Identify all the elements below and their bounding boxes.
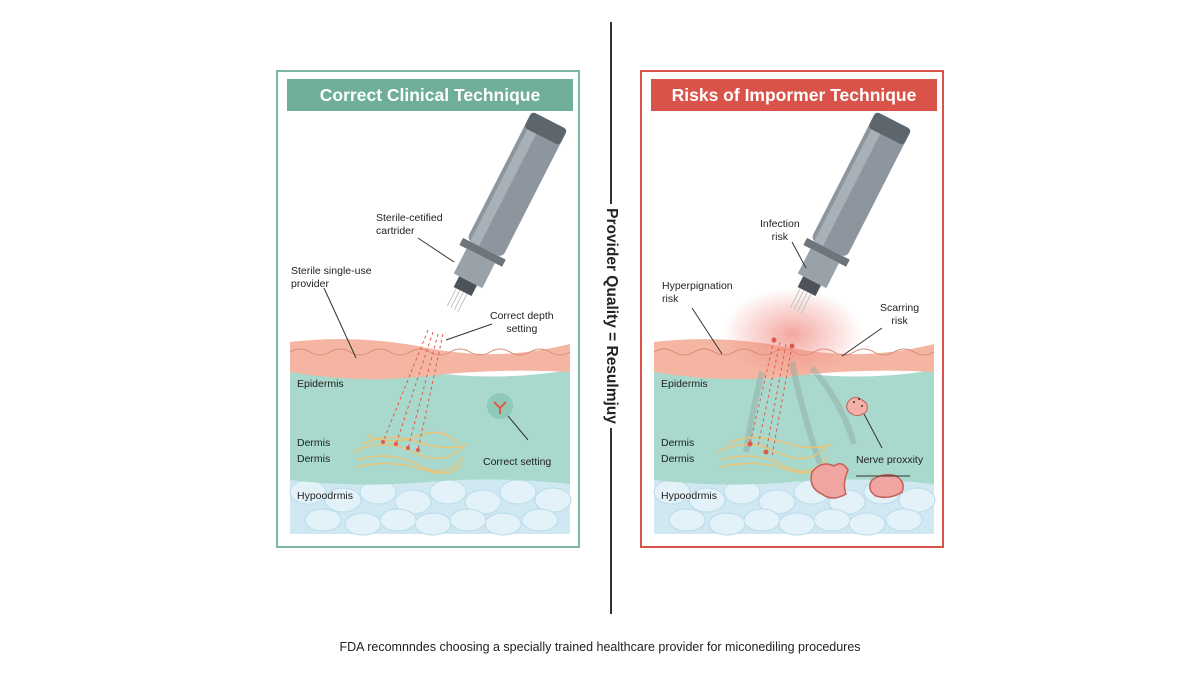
epidermis-label: Epidermis (297, 378, 344, 390)
improper-technique-panel: Risks of Impormer Technique Infection ri… (640, 70, 944, 548)
single-use-label: Sterile single-use provider (291, 265, 372, 291)
hypodermis-label: Hypoodrmis (297, 490, 353, 502)
epidermis-layer (290, 339, 570, 379)
infection-risk-label: Infection risk (760, 218, 800, 244)
dermis-label: Dermis (297, 437, 330, 449)
epidermis-label: Epidermis (661, 378, 708, 390)
correct-setting-marker (487, 393, 513, 419)
correct-depth-label: Correct depth setting (490, 310, 554, 336)
hypodermis-label: Hypoodrmis (661, 490, 717, 502)
scarring-risk-label: Scarring risk (880, 302, 919, 328)
hyperpigmentation-risk-label: Hyperpignation risk (662, 280, 733, 306)
correct-setting-label: Correct setting (483, 456, 551, 469)
correct-technique-illustration (278, 72, 578, 546)
sterile-cartridge-label: Sterile-cetified cartrider (376, 212, 443, 238)
dermis-label: Dermis (661, 437, 694, 449)
fda-footer-note: FDA recomnndes choosing a specially trai… (0, 640, 1200, 654)
correct-technique-title: Correct Clinical Technique (287, 79, 573, 111)
provider-quality-label: Provider Quality = Resulmjuy (602, 204, 620, 428)
improper-technique-title: Risks of Impormer Technique (651, 79, 937, 111)
scar-tissue-2 (870, 475, 903, 498)
nerve-proximity-label: Nerve proxxity (856, 454, 923, 467)
dermis-label-2: Dermis (661, 453, 694, 465)
microneedling-device (432, 110, 571, 321)
correct-technique-panel: Correct Clinical Technique Sterile-cetif… (276, 70, 580, 548)
dermis-label-2: Dermis (297, 453, 330, 465)
